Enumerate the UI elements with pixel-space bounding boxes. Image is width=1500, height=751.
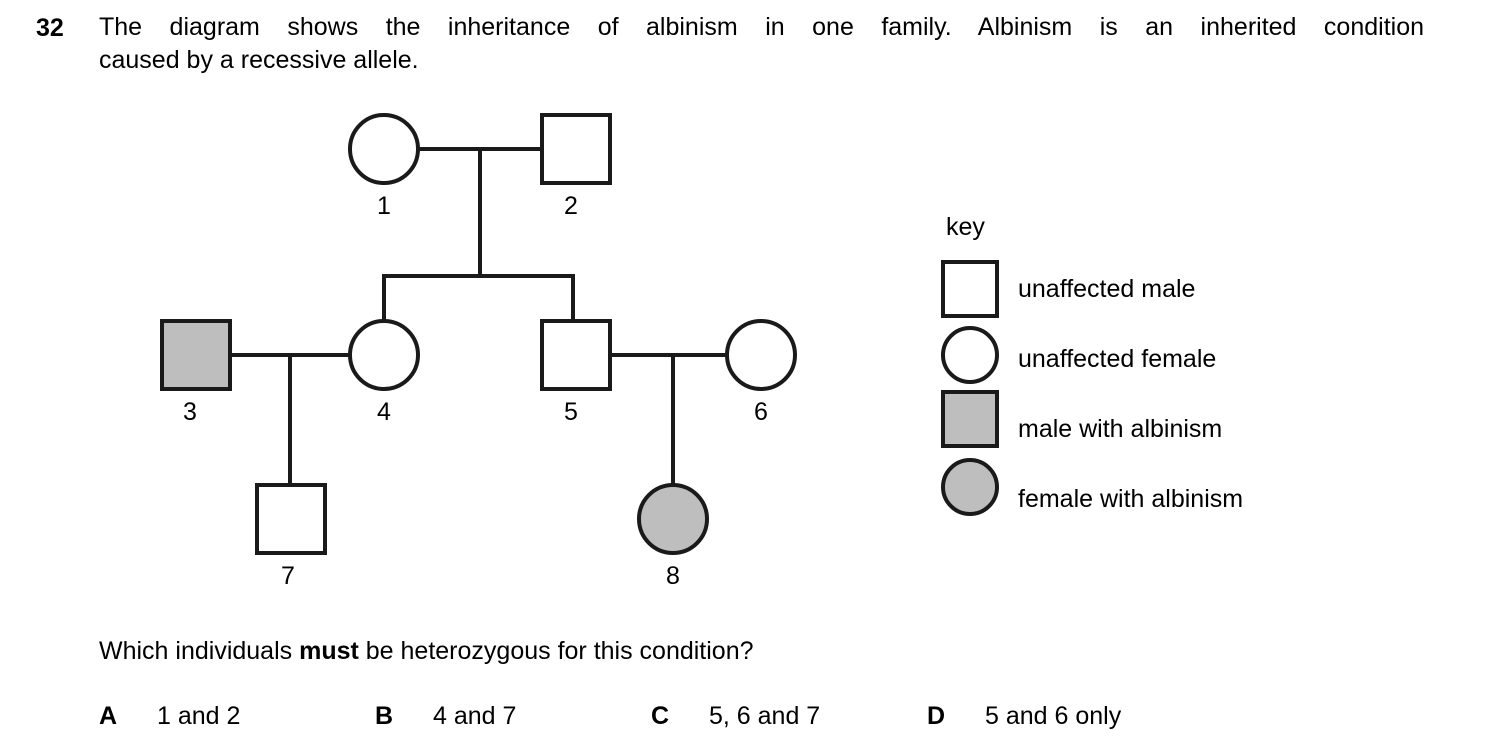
- pedigree-label-3: 3: [183, 398, 197, 426]
- key-title: key: [946, 213, 985, 241]
- mating-line-5-6: [610, 353, 727, 357]
- pedigree-label-7: 7: [281, 562, 295, 590]
- pedigree-label-6: 6: [754, 398, 768, 426]
- leadin-text-before: Which individuals: [99, 637, 300, 665]
- option-b-letter: B: [375, 702, 394, 730]
- pedigree-label-2: 2: [564, 192, 578, 220]
- pedigree-node-2: [540, 113, 612, 185]
- sibship-line-gen2: [382, 274, 575, 278]
- option-c-letter: C: [651, 702, 670, 730]
- question-number: 32: [36, 14, 64, 42]
- pedigree-node-6: [725, 319, 797, 391]
- key-label-unaffected-male: unaffected male: [1018, 275, 1196, 303]
- pedigree-node-1: [348, 113, 420, 185]
- pedigree-node-7: [255, 483, 327, 555]
- option-c-text: 5, 6 and 7: [709, 702, 821, 730]
- key-swatch-affected-female: [941, 458, 999, 516]
- sibling-drop-4: [382, 274, 386, 321]
- pedigree-label-5: 5: [564, 398, 578, 426]
- leadin-text-after: be heterozygous for this condition?: [358, 637, 754, 665]
- leadin-emphasis: must: [299, 637, 359, 665]
- option-d-letter: D: [927, 702, 946, 730]
- descent-line-1-2: [478, 147, 482, 278]
- pedigree-node-5: [540, 319, 612, 391]
- option-a-letter: A: [99, 702, 118, 730]
- pedigree-node-3: [160, 319, 232, 391]
- option-b-text: 4 and 7: [433, 702, 517, 730]
- question-text-line-2: caused by a recessive allele.: [99, 46, 419, 74]
- descent-line-3-4: [288, 353, 292, 485]
- question-text: The diagram shows the inheritance of alb…: [99, 11, 1424, 77]
- leadin-question: Which individuals must be heterozygous f…: [99, 636, 754, 666]
- key-label-affected-male: male with albinism: [1018, 415, 1223, 443]
- descent-line-5-6: [671, 353, 675, 485]
- option-a-text: 1 and 2: [157, 702, 241, 730]
- pedigree-node-8: [637, 483, 709, 555]
- question-stem: 32 The diagram shows the inheritance of …: [0, 6, 1470, 76]
- pedigree-label-4: 4: [377, 398, 391, 426]
- pedigree-label-8: 8: [666, 562, 680, 590]
- key-legend: key unaffected male unaffected female ma…: [935, 205, 1355, 525]
- option-d-text: 5 and 6 only: [985, 702, 1122, 730]
- sibling-drop-5: [571, 274, 575, 321]
- key-swatch-unaffected-female: [941, 326, 999, 384]
- pedigree-label-1: 1: [377, 192, 391, 220]
- key-swatch-affected-male: [941, 390, 999, 448]
- pedigree-diagram: 1 2 3 4 5 6 7 8: [0, 0, 900, 620]
- key-label-affected-female: female with albinism: [1018, 485, 1244, 513]
- key-label-unaffected-female: unaffected female: [1018, 345, 1217, 373]
- question-text-line-1: The diagram shows the inheritance of alb…: [99, 13, 1424, 41]
- answer-options: A 1 and 2 B 4 and 7 C 5, 6 and 7 D 5 and…: [0, 700, 1500, 744]
- pedigree-node-4: [348, 319, 420, 391]
- key-swatch-unaffected-male: [941, 260, 999, 318]
